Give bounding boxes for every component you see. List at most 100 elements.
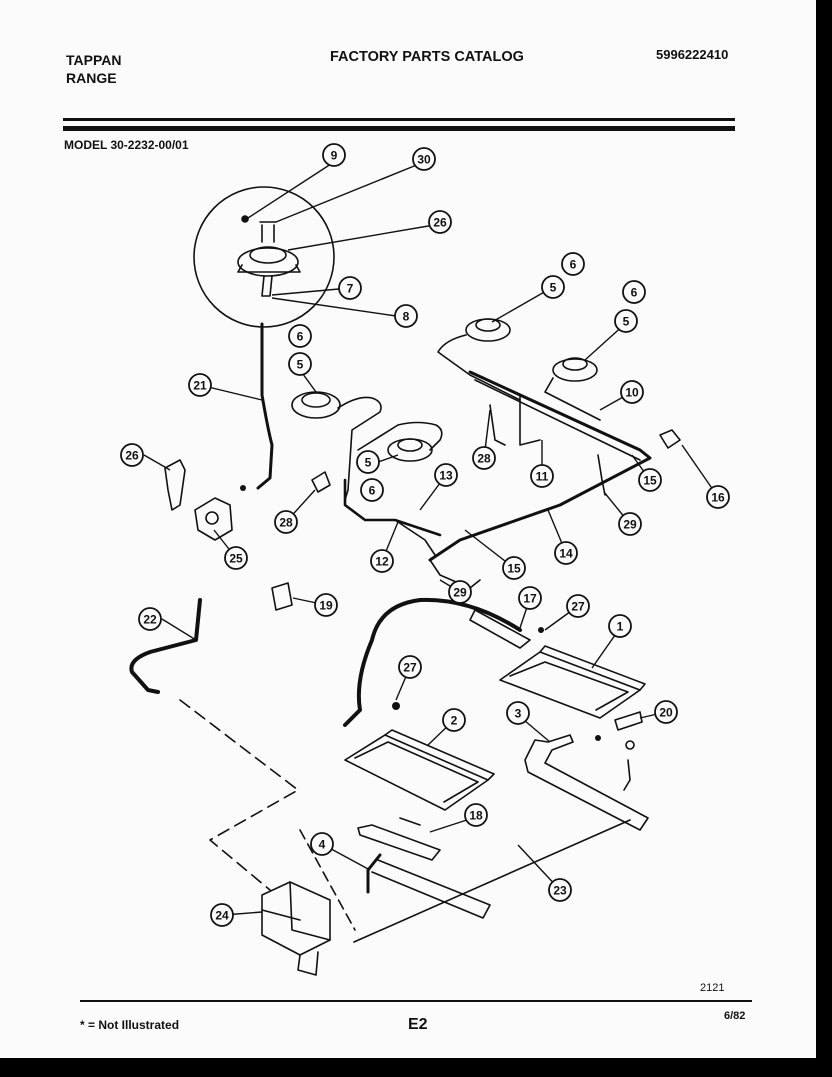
callout-circle xyxy=(434,463,458,487)
callout-14: 14 xyxy=(554,541,578,565)
oven-thermostat-capillary xyxy=(256,322,274,490)
callout-number: 16 xyxy=(711,491,725,505)
callout-number: 3 xyxy=(515,707,522,721)
catalog-title: FACTORY PARTS CATALOG xyxy=(330,49,524,65)
burner-valve-left xyxy=(291,391,341,419)
callout-circle xyxy=(518,586,542,610)
callout-circle xyxy=(210,903,234,927)
callout-circle xyxy=(654,700,678,724)
callout-6: 6 xyxy=(360,478,384,502)
callout-4: 4 xyxy=(310,832,334,856)
callout-number: 26 xyxy=(125,449,139,463)
callout-circle xyxy=(506,701,530,725)
header-rule-thick xyxy=(63,126,735,131)
callout-22: 22 xyxy=(138,607,162,631)
callout-circle xyxy=(554,541,578,565)
callout-number: 1 xyxy=(617,620,624,634)
callout-circle xyxy=(370,549,394,573)
burner-valve-rear-right xyxy=(552,358,598,382)
callout-circle xyxy=(548,878,572,902)
figure-number: 2121 xyxy=(700,982,725,994)
callout-circle xyxy=(360,478,384,502)
callout-1: 1 xyxy=(608,614,632,638)
callout-number: 25 xyxy=(229,552,243,566)
callout-circle xyxy=(428,210,452,234)
bracket-26 xyxy=(164,459,186,511)
callout-27: 27 xyxy=(566,594,590,618)
callout-circle xyxy=(618,512,642,536)
callout-8: 8 xyxy=(394,304,418,328)
callout-circle xyxy=(614,309,638,333)
callout-circle xyxy=(398,655,422,679)
callout-21: 21 xyxy=(188,373,212,397)
burner-tube-3 xyxy=(524,734,649,831)
callout-number: 6 xyxy=(570,258,577,272)
callout-circle xyxy=(288,352,312,376)
callout-circle xyxy=(541,275,565,299)
callout-number: 7 xyxy=(347,282,354,296)
scan-edge-bottom xyxy=(0,1058,832,1077)
callout-circle xyxy=(620,380,644,404)
callout-number: 23 xyxy=(553,884,567,898)
oven-burner-tube xyxy=(129,598,202,694)
callout-number: 28 xyxy=(279,516,293,530)
callout-6: 6 xyxy=(561,252,585,276)
callout-5: 5 xyxy=(356,450,380,474)
callout-number: 4 xyxy=(319,838,326,852)
callout-3: 3 xyxy=(506,701,530,725)
callout-24: 24 xyxy=(210,903,234,927)
callout-circle xyxy=(412,147,436,171)
callout-circle xyxy=(442,708,466,732)
scan-edge-right xyxy=(816,0,832,1077)
callout-circle xyxy=(566,594,590,618)
bracket-16 xyxy=(659,429,681,449)
callout-number: 5 xyxy=(297,358,304,372)
callout-number: 11 xyxy=(536,470,549,484)
model-number: MODEL 30-2232-00/01 xyxy=(64,138,189,152)
burner-tube-4 xyxy=(371,859,491,919)
manifold-pipe xyxy=(428,370,652,562)
rod-23 xyxy=(353,819,631,943)
callout-number: 12 xyxy=(375,555,389,569)
callout-number: 5 xyxy=(550,281,557,295)
callout-circle xyxy=(274,510,298,534)
callout-number: 5 xyxy=(623,315,630,329)
part-19 xyxy=(271,582,293,611)
callout-number: 8 xyxy=(403,310,410,324)
part-18 xyxy=(357,824,441,861)
detail-circle xyxy=(193,186,335,328)
callout-circle xyxy=(188,373,212,397)
callout-circle xyxy=(314,593,338,617)
callout-number: 27 xyxy=(571,600,585,614)
callout-circle xyxy=(120,443,144,467)
callout-circle xyxy=(288,324,312,348)
callout-number: 5 xyxy=(365,456,372,470)
callout-circle xyxy=(622,280,646,304)
callout-2: 2 xyxy=(442,708,466,732)
callout-number: 28 xyxy=(477,452,491,466)
callout-number: 29 xyxy=(453,586,467,600)
callout-number: 6 xyxy=(297,330,304,344)
callout-number: 15 xyxy=(643,474,657,488)
callout-19: 19 xyxy=(314,593,338,617)
flex-tube xyxy=(343,597,522,727)
callout-circle xyxy=(224,546,248,570)
callout-circle xyxy=(310,832,334,856)
callout-circle xyxy=(448,580,472,604)
callout-5: 5 xyxy=(541,275,565,299)
callout-circle xyxy=(322,143,346,167)
callout-29: 29 xyxy=(618,512,642,536)
callout-9: 9 xyxy=(322,143,346,167)
callout-15: 15 xyxy=(502,556,526,580)
callout-number: 21 xyxy=(193,379,207,393)
page-number: E2 xyxy=(408,1016,428,1033)
callout-26: 26 xyxy=(120,443,144,467)
callout-27: 27 xyxy=(398,655,422,679)
header-rule-thin xyxy=(63,118,735,121)
callout-number: 27 xyxy=(403,661,417,675)
callout-30: 30 xyxy=(412,147,436,171)
product-type: RANGE xyxy=(66,70,117,86)
callout-circle xyxy=(561,252,585,276)
callout-number: 6 xyxy=(369,484,376,498)
